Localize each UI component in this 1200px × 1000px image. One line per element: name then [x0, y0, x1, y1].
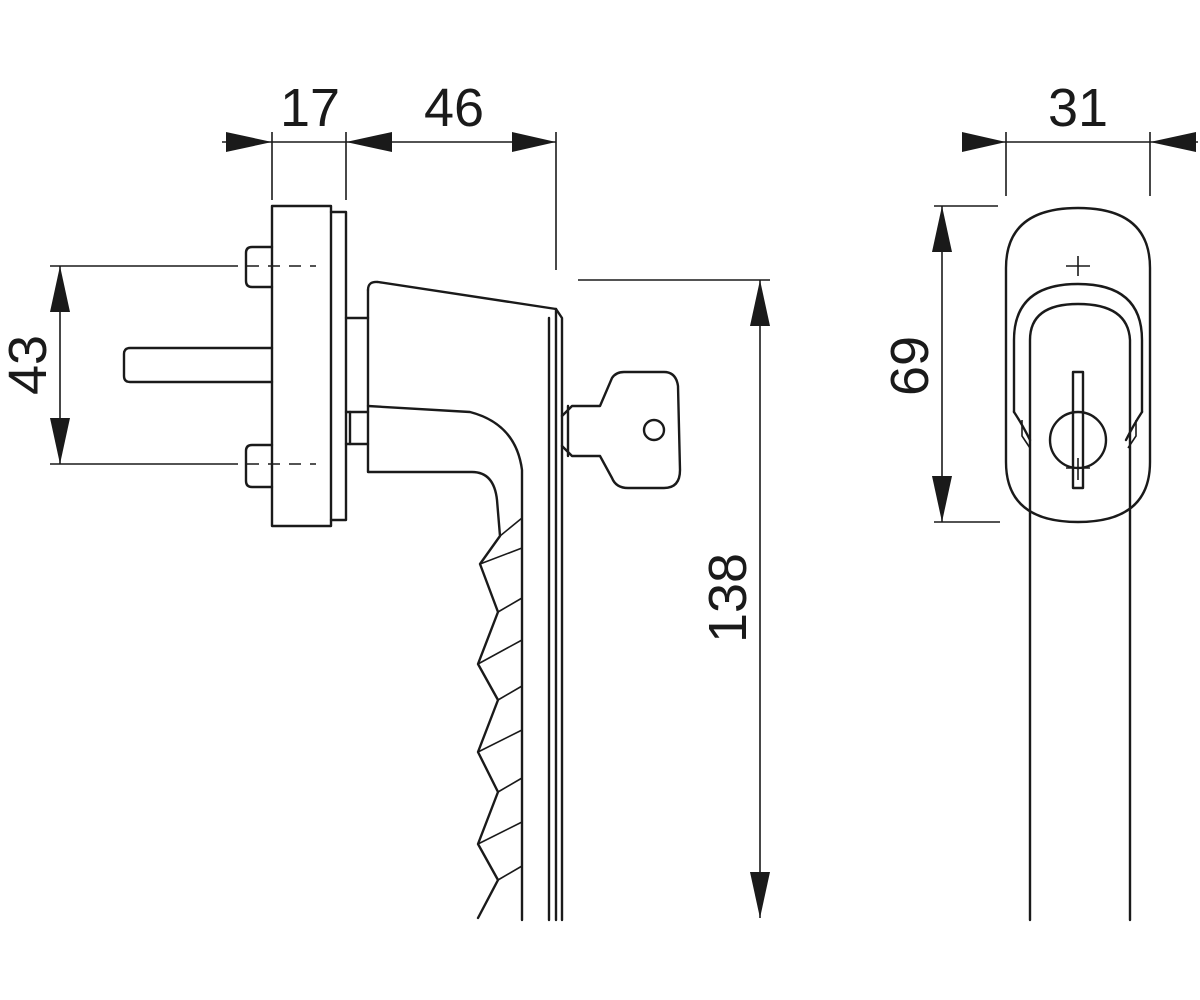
dim-screw-spacing: 43	[0, 265, 316, 465]
rosette-outline	[1004, 206, 1152, 524]
plus-mark-icon	[1066, 458, 1090, 480]
base-plate	[270, 204, 348, 528]
spindle	[122, 346, 274, 384]
handle-body	[366, 280, 564, 922]
handle-neck	[344, 316, 370, 446]
key-icon	[560, 370, 682, 490]
lower-screw	[244, 443, 274, 489]
dimensions: 17 46 43 138	[0, 78, 1198, 918]
plus-mark-icon	[1066, 256, 1090, 276]
dim-cover-depth: 17	[222, 78, 557, 270]
dim-handle-length: 138	[578, 279, 770, 918]
dim-label-69: 69	[880, 336, 940, 396]
dim-label-17: 17	[280, 78, 340, 138]
upper-screw	[244, 245, 274, 289]
dim-label-138: 138	[698, 553, 758, 643]
dim-rosette-height: 69	[880, 205, 1000, 523]
dim-label-46: 46	[424, 78, 484, 138]
grip-ridges	[477, 517, 523, 881]
dim-label-31: 31	[1048, 78, 1108, 138]
handle-grip	[366, 288, 502, 920]
side-view	[122, 204, 682, 922]
dim-label-43: 43	[0, 335, 58, 395]
dim-rosette-width: 31	[962, 78, 1198, 196]
front-view	[1004, 206, 1152, 922]
dim-handle-depth: 46	[424, 78, 484, 138]
front-handle-stem	[1028, 302, 1132, 922]
